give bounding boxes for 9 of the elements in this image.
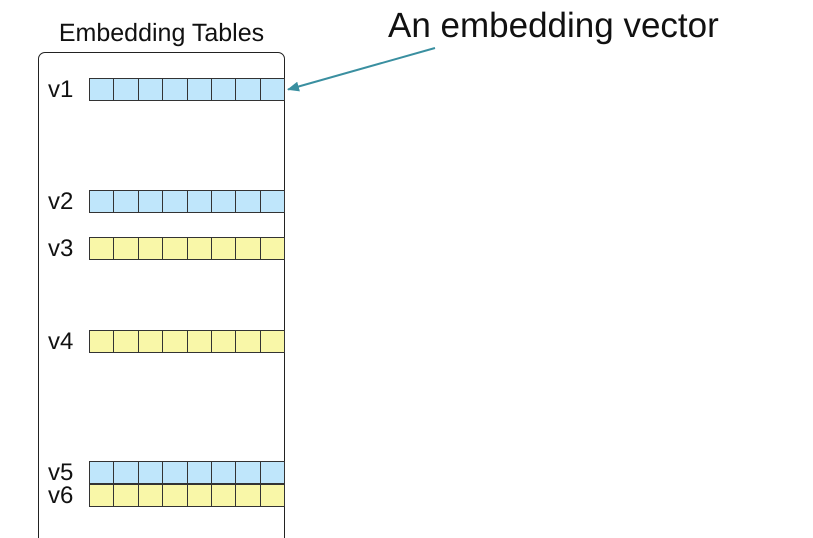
- row-label: v2: [48, 190, 74, 213]
- row-label: v6: [48, 484, 74, 507]
- row-label: v1: [48, 78, 74, 101]
- row-label: v5: [48, 461, 74, 484]
- row-label: v4: [48, 330, 74, 353]
- row-label: v3: [48, 237, 74, 260]
- arrow: [287, 47, 436, 92]
- panel-title: Embedding Tables: [58, 19, 264, 48]
- annotation-text: An embedding vector: [388, 6, 719, 46]
